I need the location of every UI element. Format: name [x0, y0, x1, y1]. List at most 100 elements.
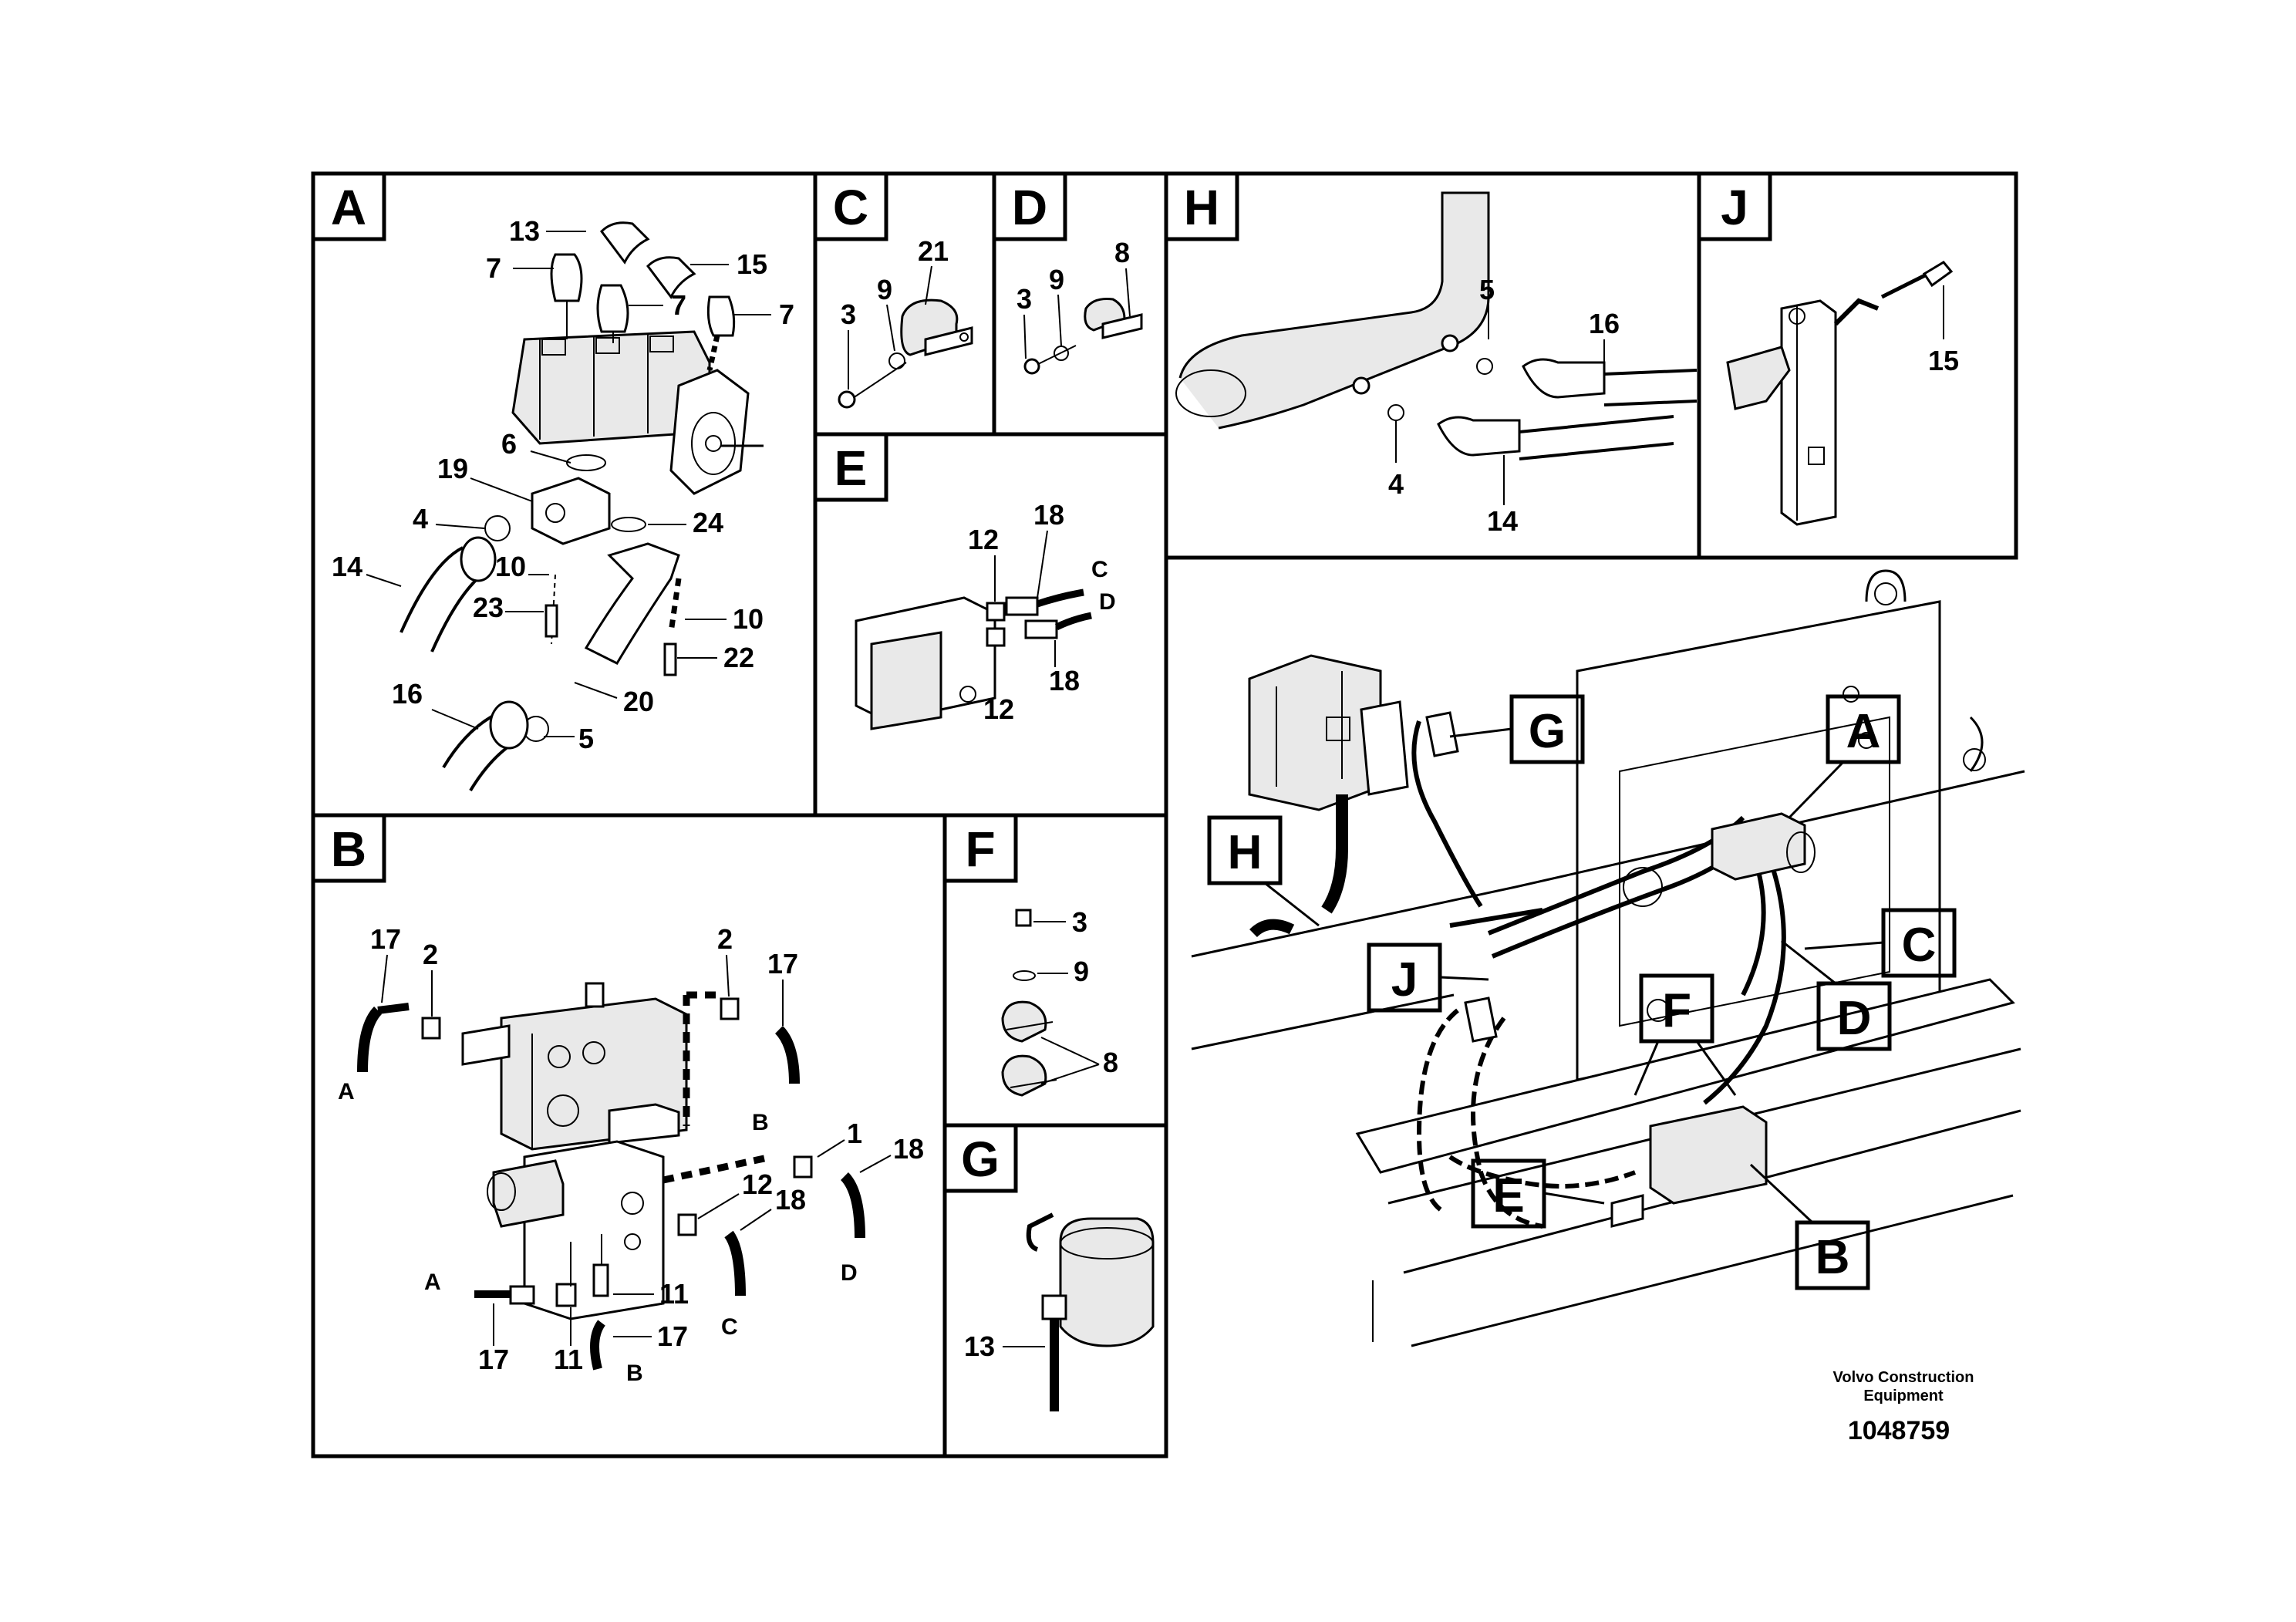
panel-letter-H: H — [1164, 171, 1239, 241]
svg-text:A: A — [1846, 705, 1881, 758]
svg-text:9: 9 — [1049, 264, 1064, 295]
svg-text:J: J — [1391, 953, 1418, 1007]
panel-J-drawing — [1726, 261, 1954, 526]
svg-text:15: 15 — [1928, 345, 1959, 376]
svg-text:A: A — [338, 1079, 355, 1104]
svg-text:18: 18 — [893, 1133, 924, 1165]
credit-line-2: Equipment — [1863, 1388, 1944, 1404]
svg-text:D: D — [1012, 180, 1047, 235]
svg-text:23: 23 — [473, 592, 504, 623]
panel-B-drawing — [357, 982, 865, 1371]
svg-text:17: 17 — [767, 948, 798, 980]
svg-text:18: 18 — [1033, 499, 1064, 531]
panel-letter-C: C — [813, 171, 888, 241]
svg-text:8: 8 — [1114, 237, 1130, 268]
svg-text:D: D — [841, 1260, 858, 1286]
svg-text:13: 13 — [509, 215, 540, 247]
panel-B-callouts: 17 2 2 17 A B 1 18 12 18 11 17 11 17 A B… — [338, 923, 924, 1386]
svg-text:22: 22 — [723, 642, 754, 673]
part-number: 1048759 — [1848, 1416, 1950, 1445]
panel-letter-G: G — [942, 1123, 1018, 1193]
svg-text:F: F — [965, 821, 995, 877]
panel-D-drawing — [1023, 298, 1143, 375]
svg-text:B: B — [752, 1110, 769, 1135]
svg-text:20: 20 — [623, 686, 654, 717]
panel-letter-D: D — [992, 171, 1067, 241]
panel-J-callouts: 15 — [1928, 285, 1959, 376]
svg-text:18: 18 — [775, 1184, 806, 1216]
panel-E-drawing — [855, 588, 1092, 730]
panel-H-drawing — [1175, 191, 1698, 460]
panel-F-callouts: 3 9 8 — [1033, 906, 1118, 1084]
svg-text:10: 10 — [495, 551, 526, 582]
svg-text:9: 9 — [1074, 956, 1089, 987]
panel-D-callouts: 8 3 9 — [1017, 237, 1131, 359]
svg-text:3: 3 — [841, 298, 856, 330]
credit-block: Volvo Construction Equipment 1048759 — [1833, 1369, 1974, 1445]
svg-text:G: G — [1529, 705, 1566, 758]
svg-text:12: 12 — [742, 1168, 773, 1200]
svg-text:C: C — [1091, 557, 1108, 582]
svg-text:J: J — [1721, 180, 1748, 235]
panel-G-callouts: 13 — [964, 1330, 1045, 1362]
svg-text:7: 7 — [486, 252, 501, 284]
svg-text:13: 13 — [964, 1330, 995, 1362]
credit-line-1: Volvo Construction — [1833, 1369, 1974, 1386]
svg-text:17: 17 — [370, 923, 401, 955]
svg-text:7: 7 — [779, 298, 794, 330]
svg-text:17: 17 — [657, 1320, 688, 1352]
svg-text:C: C — [721, 1314, 738, 1340]
svg-text:B: B — [331, 821, 366, 877]
panel-letter-B: B — [311, 813, 386, 883]
svg-text:4: 4 — [413, 503, 428, 534]
svg-text:B: B — [626, 1361, 643, 1386]
panel-G-drawing — [1026, 1212, 1155, 1411]
svg-text:B: B — [1816, 1231, 1850, 1284]
panel-A-drawing — [400, 221, 764, 792]
svg-text:15: 15 — [737, 248, 767, 280]
svg-text:C: C — [833, 180, 868, 235]
svg-text:14: 14 — [1487, 505, 1518, 537]
svg-text:1: 1 — [847, 1118, 862, 1149]
panel-H-callouts: 5 16 4 14 — [1388, 274, 1620, 537]
svg-text:24: 24 — [693, 507, 723, 538]
svg-text:E: E — [1492, 1169, 1524, 1222]
svg-text:5: 5 — [1479, 274, 1495, 305]
svg-text:A: A — [331, 180, 366, 235]
svg-text:18: 18 — [1049, 665, 1080, 696]
svg-text:11: 11 — [659, 1278, 689, 1310]
panel-letter-E: E — [813, 432, 888, 502]
overview-labels: G A H C J F D E B — [1207, 694, 1957, 1290]
svg-text:D: D — [1099, 589, 1116, 615]
svg-text:D: D — [1837, 992, 1872, 1045]
svg-text:14: 14 — [332, 551, 362, 582]
svg-text:E: E — [834, 440, 868, 496]
svg-text:12: 12 — [968, 524, 999, 555]
svg-text:10: 10 — [733, 603, 764, 635]
panel-letter-J: J — [1697, 171, 1772, 241]
svg-text:G: G — [961, 1131, 1000, 1187]
svg-text:11: 11 — [554, 1344, 583, 1375]
panel-E-callouts: 12 18 C D 12 18 — [968, 499, 1116, 725]
svg-text:4: 4 — [1388, 468, 1404, 500]
svg-text:7: 7 — [671, 289, 686, 321]
panel-A-callouts: 13 7 15 7 7 6 19 4 24 14 10 23 10 22 16 … — [332, 215, 794, 754]
svg-text:12: 12 — [983, 693, 1014, 725]
svg-text:8: 8 — [1103, 1047, 1118, 1078]
panel-C-drawing — [838, 298, 973, 409]
svg-text:2: 2 — [717, 923, 733, 955]
svg-text:A: A — [424, 1270, 441, 1295]
svg-text:6: 6 — [501, 428, 517, 460]
svg-text:16: 16 — [1589, 308, 1620, 339]
svg-text:16: 16 — [392, 678, 423, 710]
panel-F-drawing — [1001, 909, 1057, 1097]
svg-text:2: 2 — [423, 939, 438, 970]
machine-overview — [1191, 569, 2025, 1347]
svg-text:5: 5 — [578, 723, 594, 754]
svg-text:H: H — [1228, 826, 1263, 879]
svg-text:3: 3 — [1072, 906, 1087, 938]
svg-text:F: F — [1662, 984, 1691, 1037]
panel-letter-A: A — [311, 171, 386, 241]
svg-text:H: H — [1184, 180, 1219, 235]
